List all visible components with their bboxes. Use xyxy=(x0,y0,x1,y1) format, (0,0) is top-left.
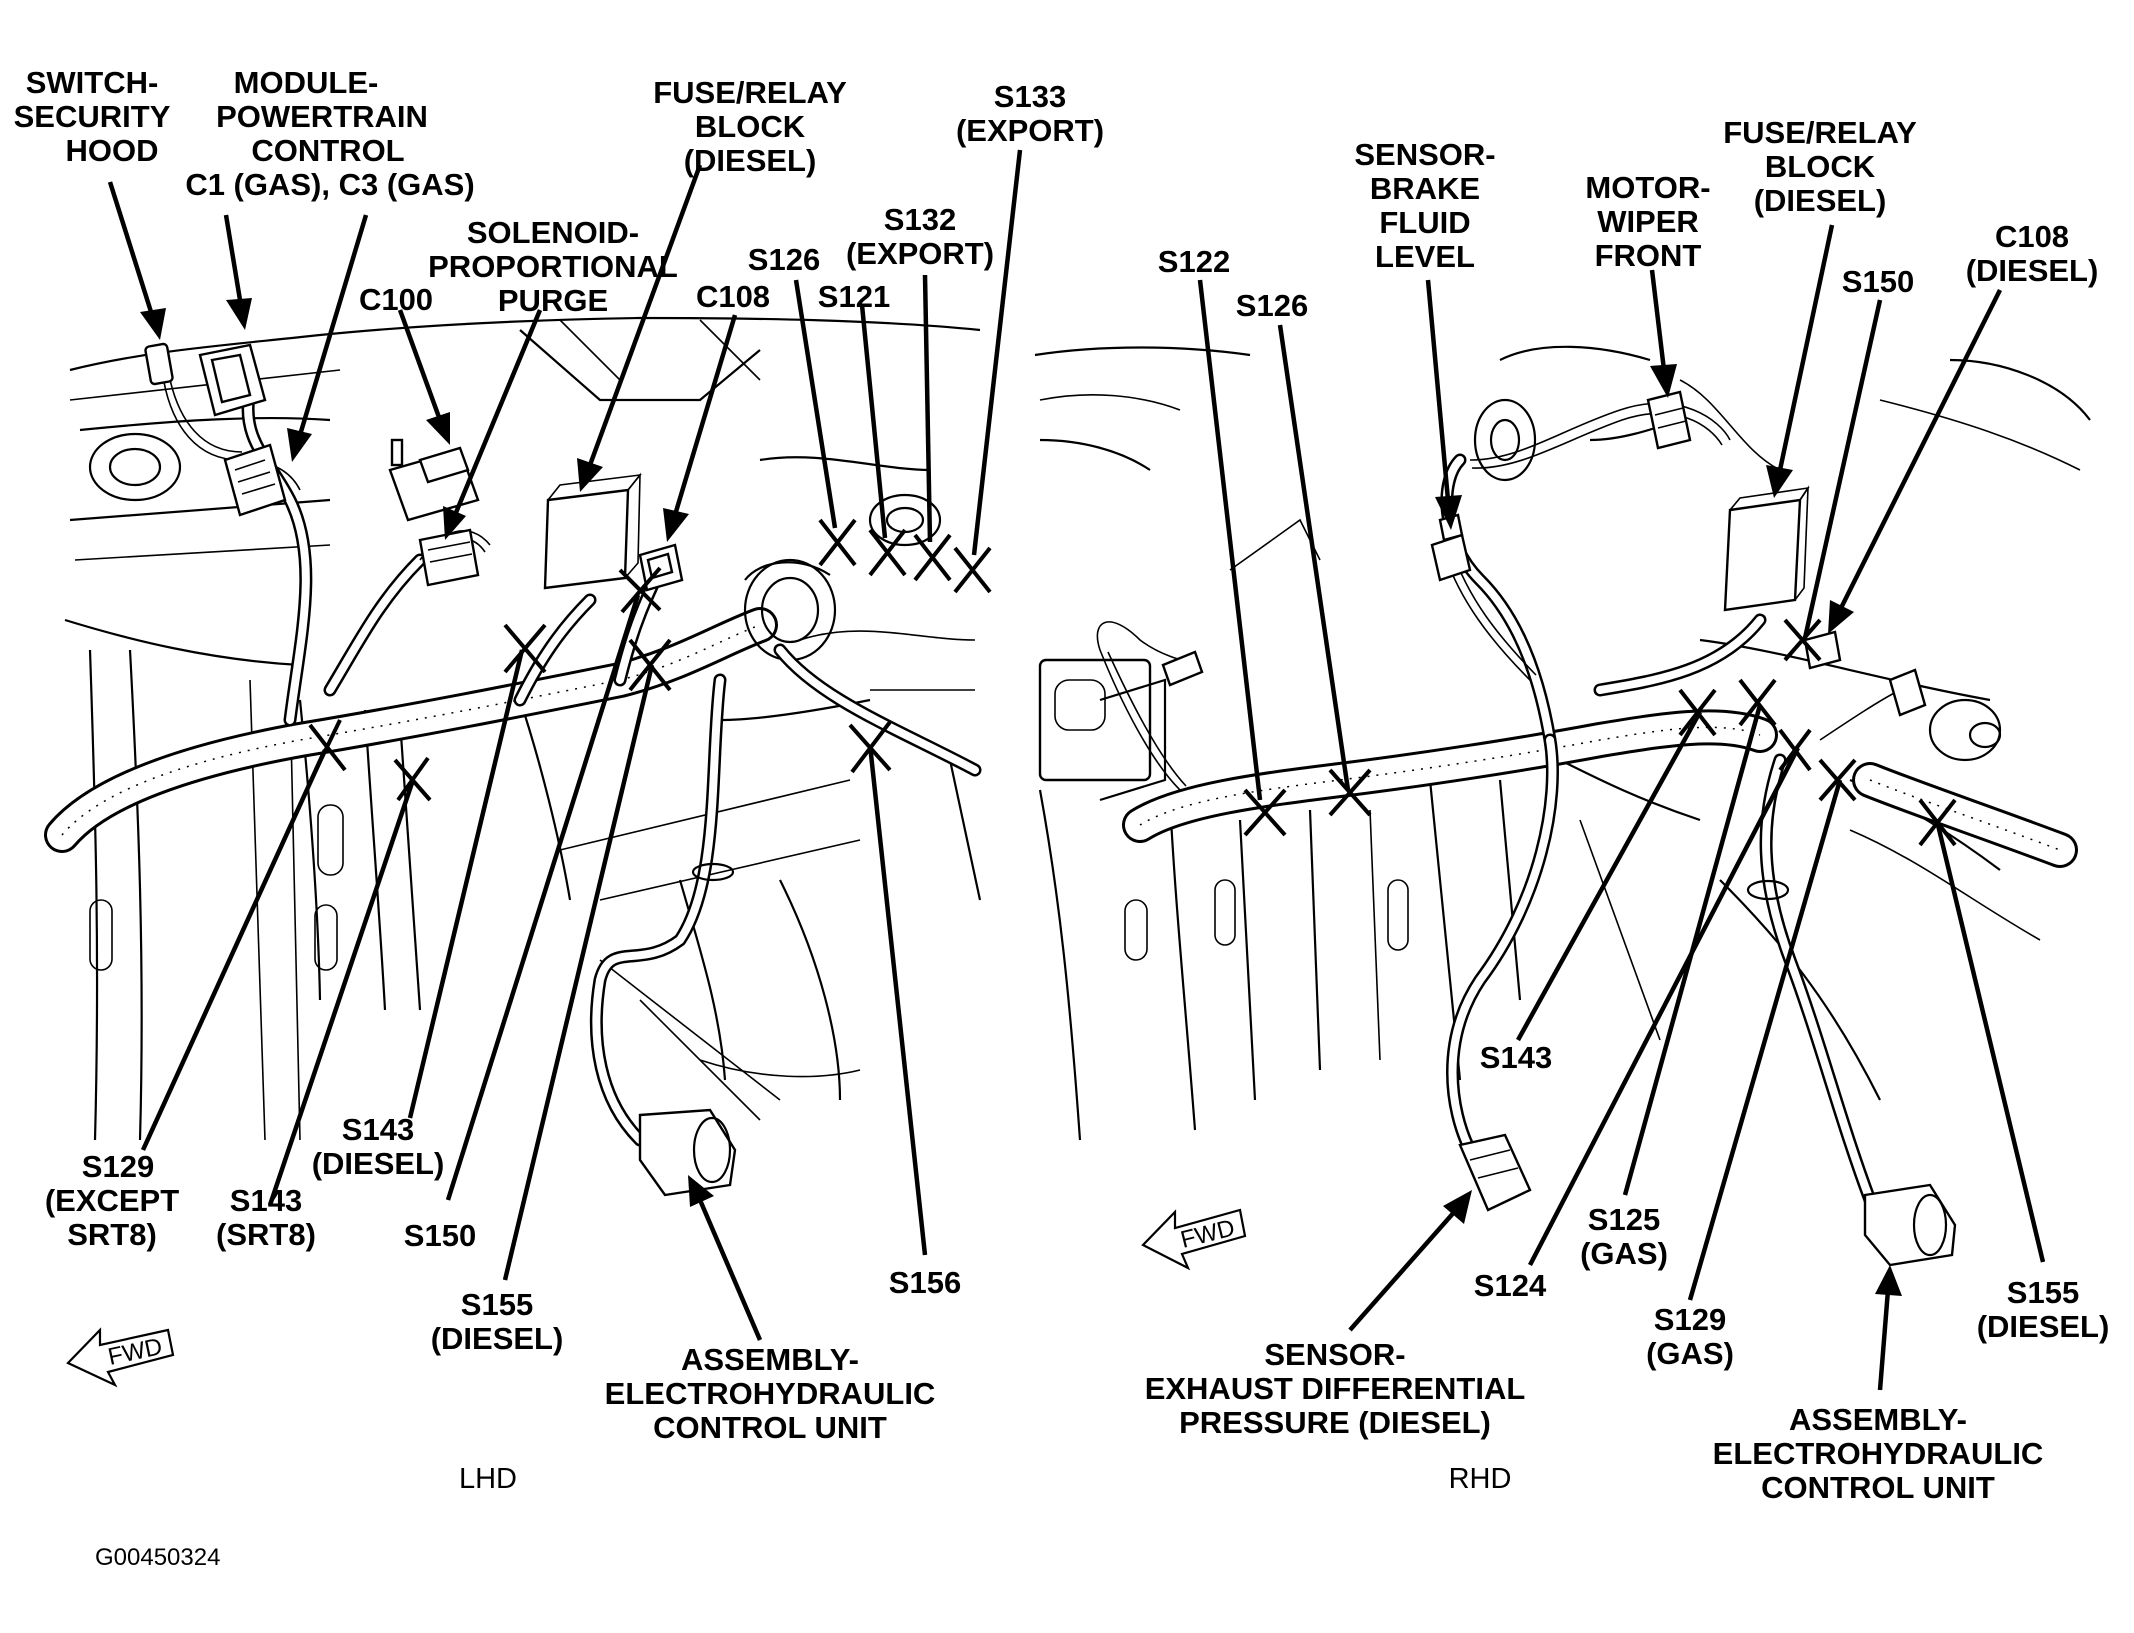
label-s132-1: S132 xyxy=(884,202,956,237)
label-solenoid-3: PURGE xyxy=(498,283,608,318)
label-s150-rhd: S150 xyxy=(1842,264,1914,299)
label-s129-rhd-2: (GAS) xyxy=(1646,1336,1734,1371)
label-s129-lhd-3: SRT8) xyxy=(67,1217,157,1252)
rhd-labels: SENSOR- BRAKE FLUID LEVEL MOTOR- WIPER F… xyxy=(1145,115,2110,1505)
label-s143-rhd: S143 xyxy=(1480,1040,1552,1075)
label-s133-2: (EXPORT) xyxy=(956,113,1104,148)
label-assembly-lhd-1: ASSEMBLY- xyxy=(681,1342,859,1377)
label-s126-rhd: S126 xyxy=(1236,288,1308,323)
label-motor-wiper-3: FRONT xyxy=(1595,238,1702,273)
label-s156: S156 xyxy=(889,1265,961,1300)
label-motor-wiper-2: WIPER xyxy=(1597,204,1699,239)
label-sensor-brake-4: LEVEL xyxy=(1375,239,1475,274)
label-module-powertrain-1: MODULE- xyxy=(234,65,379,100)
label-sensor-exhaust-2: EXHAUST DIFFERENTIAL xyxy=(1145,1371,1526,1406)
label-s122: S122 xyxy=(1158,244,1230,279)
lhd-leaders xyxy=(107,149,1023,1341)
label-switch-security-hood-1: SWITCH- xyxy=(26,65,159,100)
label-s125-1: S125 xyxy=(1588,1202,1660,1237)
lhd-main-harness xyxy=(44,369,982,1197)
rhd-splices xyxy=(1243,618,1957,847)
label-s155-lhd-2: (DIESEL) xyxy=(431,1321,564,1356)
label-sensor-exhaust-3: PRESSURE (DIESEL) xyxy=(1179,1405,1491,1440)
caption-lhd: LHD xyxy=(459,1463,517,1495)
label-s155-rhd-1: S155 xyxy=(2007,1275,2079,1310)
lhd-labels: SWITCH- SECURITY HOOD MODULE- POWERTRAIN… xyxy=(14,65,1104,1495)
rhd-body-structure xyxy=(1034,345,2091,1141)
figure-id: G00450324 xyxy=(95,1544,220,1571)
label-assembly-rhd-2: ELECTROHYDRAULIC xyxy=(1713,1436,2044,1471)
rhd-leaders xyxy=(1197,224,2046,1391)
label-fuse-relay-lhd-3: (DIESEL) xyxy=(684,143,817,178)
label-s125-2: (GAS) xyxy=(1580,1236,1668,1271)
lhd-fwd-arrow: FWD xyxy=(66,1327,175,1388)
label-s133-1: S133 xyxy=(994,79,1066,114)
label-s132-2: (EXPORT) xyxy=(846,236,994,271)
label-assembly-lhd-2: ELECTROHYDRAULIC xyxy=(605,1376,936,1411)
label-switch-security-hood-3: HOOD xyxy=(66,133,159,168)
label-fuse-relay-rhd-2: BLOCK xyxy=(1765,149,1876,184)
lhd-components xyxy=(144,342,684,592)
label-s155-rhd-2: (DIESEL) xyxy=(1977,1309,2110,1344)
fwd-label-rhd: FWD xyxy=(1178,1214,1238,1253)
label-assembly-rhd-3: CONTROL UNIT xyxy=(1761,1470,1995,1505)
label-s155-lhd-1: S155 xyxy=(461,1287,533,1322)
label-s129-rhd-1: S129 xyxy=(1654,1302,1726,1337)
lhd-splices xyxy=(308,518,992,802)
label-module-powertrain-3: CONTROL xyxy=(251,133,404,168)
label-module-powertrain-2: POWERTRAIN xyxy=(216,99,428,134)
fwd-label-lhd: FWD xyxy=(106,1333,165,1371)
label-fuse-relay-lhd-1: FUSE/RELAY xyxy=(653,75,847,110)
rhd-components xyxy=(1161,390,1957,1267)
label-switch-security-hood-2: SECURITY xyxy=(14,99,171,134)
label-c108-rhd-1: C108 xyxy=(1995,219,2069,254)
label-motor-wiper-1: MOTOR- xyxy=(1585,170,1710,205)
label-assembly-lhd-3: CONTROL UNIT xyxy=(653,1410,887,1445)
label-s121: S121 xyxy=(818,279,890,314)
label-s143-diesel-1: S143 xyxy=(342,1112,414,1147)
label-c108-rhd-2: (DIESEL) xyxy=(1966,253,2099,288)
label-assembly-rhd-1: ASSEMBLY- xyxy=(1789,1402,1967,1437)
label-c100: C100 xyxy=(359,282,433,317)
label-sensor-brake-2: BRAKE xyxy=(1370,171,1480,206)
label-fuse-relay-lhd-2: BLOCK xyxy=(695,109,806,144)
label-sensor-brake-1: SENSOR- xyxy=(1354,137,1495,172)
caption-rhd: RHD xyxy=(1449,1463,1512,1495)
label-s124: S124 xyxy=(1474,1268,1547,1303)
label-solenoid-1: SOLENOID- xyxy=(467,215,639,250)
label-s143-srt8-2: (SRT8) xyxy=(216,1217,316,1252)
label-module-powertrain-4: C1 (GAS), C3 (GAS) xyxy=(185,167,474,202)
label-s126-lhd: S126 xyxy=(748,242,820,277)
label-solenoid-2: PROPORTIONAL xyxy=(428,249,678,284)
label-s143-srt8-1: S143 xyxy=(230,1183,302,1218)
rhd-main-harness xyxy=(1096,402,2078,1207)
label-s129-lhd-2: (EXCEPT xyxy=(45,1183,179,1218)
label-fuse-relay-rhd-3: (DIESEL) xyxy=(1754,183,1887,218)
label-s143-diesel-2: (DIESEL) xyxy=(312,1146,445,1181)
rhd-fwd-arrow: FWD xyxy=(1141,1208,1247,1271)
label-s129-lhd-1: S129 xyxy=(82,1149,154,1184)
label-c108-lhd: C108 xyxy=(696,279,770,314)
label-sensor-exhaust-1: SENSOR- xyxy=(1264,1337,1405,1372)
lhd-body-structure xyxy=(64,316,982,1141)
label-s150-lhd: S150 xyxy=(404,1218,476,1253)
label-fuse-relay-rhd-1: FUSE/RELAY xyxy=(1723,115,1917,150)
label-sensor-brake-3: FLUID xyxy=(1379,205,1470,240)
